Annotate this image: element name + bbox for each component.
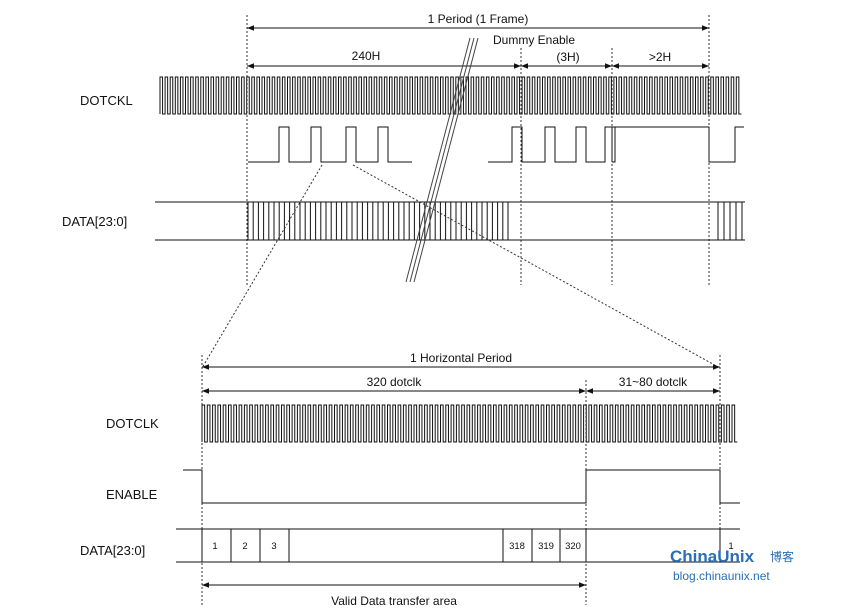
signal-label-data-bottom: DATA[23:0]: [80, 543, 145, 558]
active-lines-label: 240H: [352, 49, 381, 63]
signal-label-dotckl: DOTCKL: [80, 93, 133, 108]
data-bus-bottom: [176, 528, 740, 563]
data-cell-318: 318: [509, 541, 525, 552]
watermark-brand-cn: 博客: [770, 549, 794, 564]
enable-waveform: [183, 469, 740, 504]
watermark-url: blog.chinaunix.net: [673, 569, 770, 583]
data-cell-1: 1: [212, 541, 217, 552]
active-dotclk-label: 320 dotclk: [367, 375, 423, 389]
watermark: ChinaUnix 博客 blog.chinaunix.net: [670, 547, 794, 583]
data-cell-2: 2: [242, 541, 247, 552]
bottom-section: 1 Horizontal Period 320 dotclk 31~80 dot…: [80, 351, 740, 608]
hperiod-label: 1 Horizontal Period: [410, 351, 512, 365]
valid-area-label: Valid Data transfer area: [331, 594, 457, 608]
data-cell-next-1: 1: [728, 541, 733, 552]
signal-label-enable: ENABLE: [106, 487, 158, 502]
data-cell-319: 319: [538, 541, 554, 552]
tail-lines-label: >2H: [649, 50, 671, 64]
top-section: 1 Period (1 Frame) 240H Dummy Enable (3H…: [62, 12, 745, 369]
blank-dotclk-label: 31~80 dotclk: [619, 375, 688, 389]
dummy-count-label: (3H): [556, 50, 579, 64]
watermark-brand: ChinaUnix: [670, 547, 755, 566]
frame-period-label: 1 Period (1 Frame): [428, 12, 529, 26]
data-cell-320: 320: [565, 541, 581, 552]
dotckl-clock-waveform: [159, 76, 742, 115]
dummy-enable-label: Dummy Enable: [493, 33, 575, 47]
data-bus-top: [155, 201, 745, 241]
dotclk-clock-waveform: [201, 404, 738, 443]
enable-waveform-top: [248, 126, 744, 163]
signal-label-data-top: DATA[23:0]: [62, 214, 127, 229]
signal-label-dotclk: DOTCLK: [106, 416, 159, 431]
zoom-guides: [201, 164, 721, 369]
data-cell-3: 3: [271, 541, 276, 552]
break-marks: [405, 37, 479, 283]
